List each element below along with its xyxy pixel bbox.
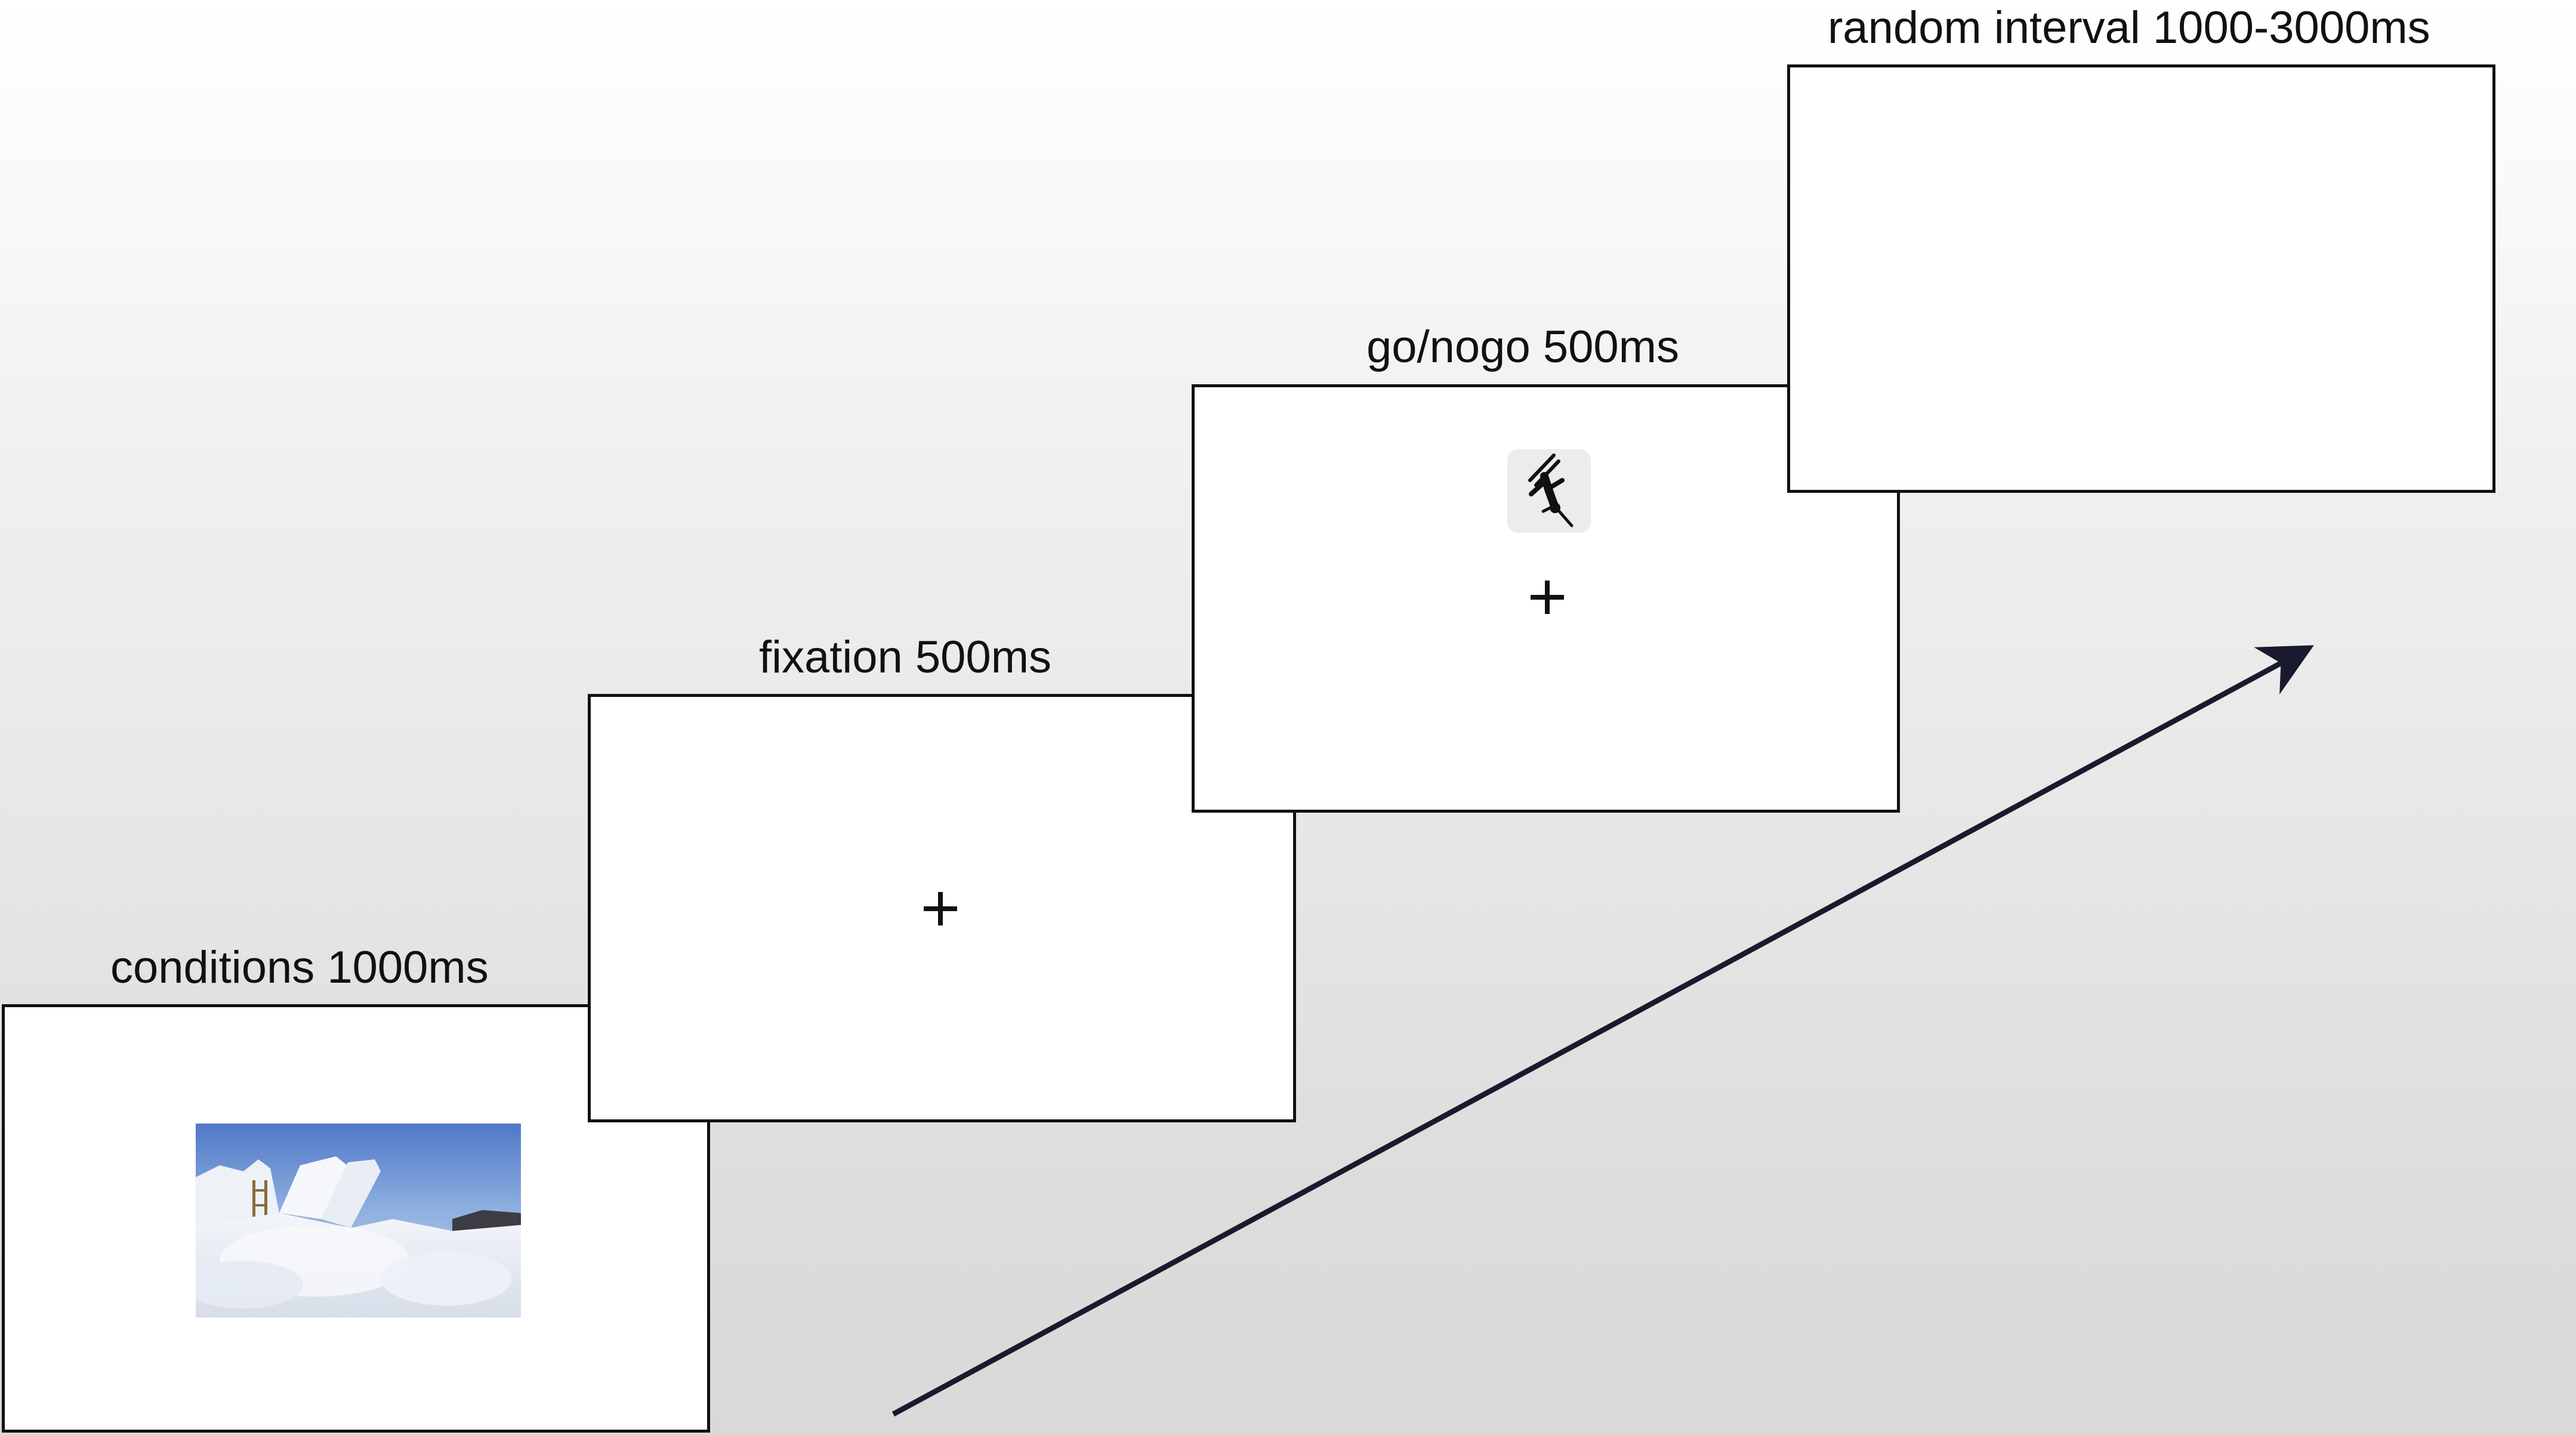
stage-frame-fixation bbox=[588, 694, 1296, 1122]
stage-frame-go-nogo bbox=[1192, 384, 1900, 813]
stage-frame-random-interval bbox=[1787, 64, 2495, 493]
aerial-skier-icon bbox=[1507, 449, 1591, 533]
snow-ski-jump-photo bbox=[196, 1124, 521, 1317]
stage-label-go-nogo: go/nogo 500ms bbox=[1366, 322, 1679, 372]
fixation-cross bbox=[1531, 581, 1564, 614]
stage-label-random-interval: random interval 1000-3000ms bbox=[1828, 2, 2430, 53]
fixation-cross bbox=[924, 892, 957, 925]
stage-label-fixation: fixation 500ms bbox=[759, 632, 1052, 683]
stage-label-conditions: conditions 1000ms bbox=[110, 942, 489, 993]
